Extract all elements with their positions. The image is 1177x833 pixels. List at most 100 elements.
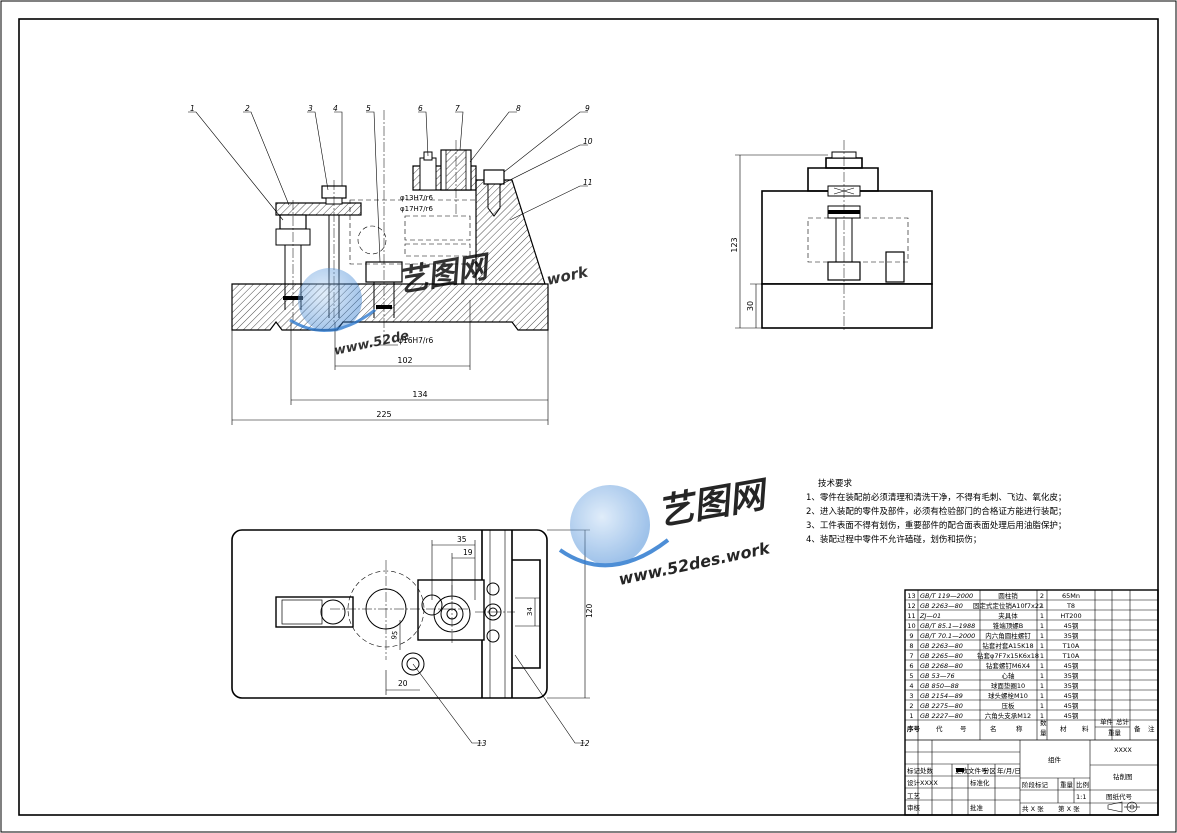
bom-row-qty: 1 [1040,642,1044,650]
tb-approve-label: 批准 [970,803,984,812]
hdr-code-2: 号 [960,725,967,733]
bom-row-code: GB 2154—89 [920,692,963,700]
bom-row-no: 12 [907,602,915,610]
bom-row-no: 5 [909,672,913,680]
dim-134: 134 [412,390,427,399]
bom-row-material: 35钢 [1064,672,1079,680]
top-dimensions: 35 19 20 95 34 120 [385,529,594,699]
tb-check-label: 审核 [907,803,921,812]
side-view: 123 30 [730,140,933,330]
tb-designer-label: 设计 [907,778,921,787]
bom-row-no: 1 [909,712,913,720]
bom-row-code: GB 2263—80 [920,602,963,610]
bom-row-qty: 1 [1040,602,1044,610]
tb-qty-label: 处数 [920,766,934,775]
bom-row-code: GB 2263—80 [920,642,963,650]
bom-header: 序号 代 号 名 称 数 量 材 料 单件 总计 重量 备 注 [906,717,1155,737]
tb-stage-label: 阶段标记 [1022,780,1049,789]
balloon-6: 6 [418,104,423,113]
hdr-mat-1: 材 [1060,724,1067,733]
dim-95: 95 [390,630,399,640]
bom-row-name: 锥端顶螺B [993,621,1023,630]
hdr-remark-1: 备 [1134,724,1141,733]
tb-designer: XXXX [920,779,938,787]
tech-title: 技术要求 [818,478,853,489]
hdr-qty-2: 量 [1040,729,1047,737]
bom-row-code: GB 53—76 [920,672,955,680]
hdr-mat-2: 料 [1082,724,1089,733]
bom-row-name: 钻套φ7F7x15K6x18 [977,651,1039,660]
front-dimensions: 225 134 102 φ16H7/r6 φ13H7/r6 φ17H7/r6 [231,194,549,425]
bom-row-material: 35钢 [1064,632,1079,640]
bom-row-name: 球面垫圈10 [991,681,1025,690]
bom-row-no: 2 [909,702,913,710]
dim-120: 120 [585,603,594,618]
bom-row-material: 45钢 [1064,692,1079,700]
bom-row-qty: 1 [1040,712,1044,720]
dim-225: 225 [376,410,391,419]
tb-zone-label: 分区 [983,766,997,775]
bom-row-qty: 1 [1040,702,1044,710]
side-dimensions: 123 30 [730,154,828,329]
balloon-7: 7 [455,104,460,113]
bom-row-name: 内六角圆柱螺钉 [985,631,1031,640]
hdr-name-1: 名 [990,724,997,733]
balloon-2: 2 [245,104,250,113]
bom-row-name: 固定式定位销A10f7x22 [973,601,1043,610]
tb-scale: 1:1 [1076,793,1086,801]
balloon-3: 3 [308,104,313,113]
dim-30: 30 [746,301,755,311]
bom-row-code: GB 2265—80 [920,652,963,660]
bom-row-material: HT200 [1060,612,1081,620]
bom-row-code: GB/T 85.1—1988 [920,622,975,630]
tb-drawing-name: 钻削图 [1113,772,1133,781]
balloon-12: 12 [580,739,590,748]
bom-row-name: 圆柱销 [998,591,1018,600]
balloon-9: 9 [585,104,590,113]
bom-row-no: 6 [909,662,913,670]
bom-row-qty: 1 [1040,682,1044,690]
dim-123: 123 [730,237,739,252]
title-block: 组件 XXXX 钻削图 图纸代号 标记 处数 更改文件号 分区 年/月/日 设计… [904,739,1158,815]
bom-row-code: GB 2227—80 [920,712,963,720]
tb-mark-label: 标记 [907,766,921,775]
tb-weight-label: 重量 [1060,781,1074,789]
tech-line-3: 3、工件表面不得有划伤，重要部件的配合面表面处理后用油脂保护； [806,520,1066,531]
balloon-13: 13 [477,739,487,748]
bom-row-name: 夹具体 [998,611,1018,620]
dim-102: 102 [397,356,412,365]
bom-row-material: 45钢 [1064,712,1079,720]
hdr-qty-1: 数 [1040,718,1047,727]
bom-row-qty: 1 [1040,622,1044,630]
balloon-11: 11 [583,178,593,187]
balloon-1: 1 [190,104,195,113]
bom-row-name: 钻套衬套A15K18 [982,641,1033,650]
tb-std-label: 标准化 [970,778,990,787]
balloon-5: 5 [366,104,371,113]
balloon-4: 4 [333,104,338,113]
tb-scale-label: 比例 [1076,780,1089,789]
tech-line-2: 2、进入装配的零件及部件，必须有检验部门的合格证方能进行装配； [806,506,1066,517]
fit-lower: φ17H7/r6 [400,205,433,213]
bom-row-no: 4 [909,682,913,690]
bom-row-material: T10A [1062,642,1080,650]
bom-row-material: 45钢 [1064,702,1079,710]
tech-line-1: 1、零件在装配前必须清理和清洗干净，不得有毛刺、飞边、氧化皮； [806,492,1066,503]
bom-row-name: 钻套螺钉M6X4 [986,661,1030,670]
dim-20: 20 [398,679,408,688]
tb-name-label: 组件 [1048,755,1062,764]
bom-row-material: T10A [1062,652,1080,660]
bom-row-code: GB 2275—80 [920,702,963,710]
bom-row-name: 球头螺栓M10 [988,691,1028,700]
bom-row-qty: 1 [1040,612,1044,620]
bom-row-no: 10 [907,622,915,630]
bom-row-code: ZJ—01 [919,612,941,620]
bom-row-qty: 1 [1040,652,1044,660]
tb-sheets: 共 X 张 [1022,804,1044,813]
balloon-8: 8 [516,104,521,113]
projection-symbol-icon [1107,801,1140,813]
tech-line-4: 4、装配过程中零件不允许磕碰，划伤和损伤； [806,534,981,545]
tb-company: XXXX [1114,746,1132,754]
